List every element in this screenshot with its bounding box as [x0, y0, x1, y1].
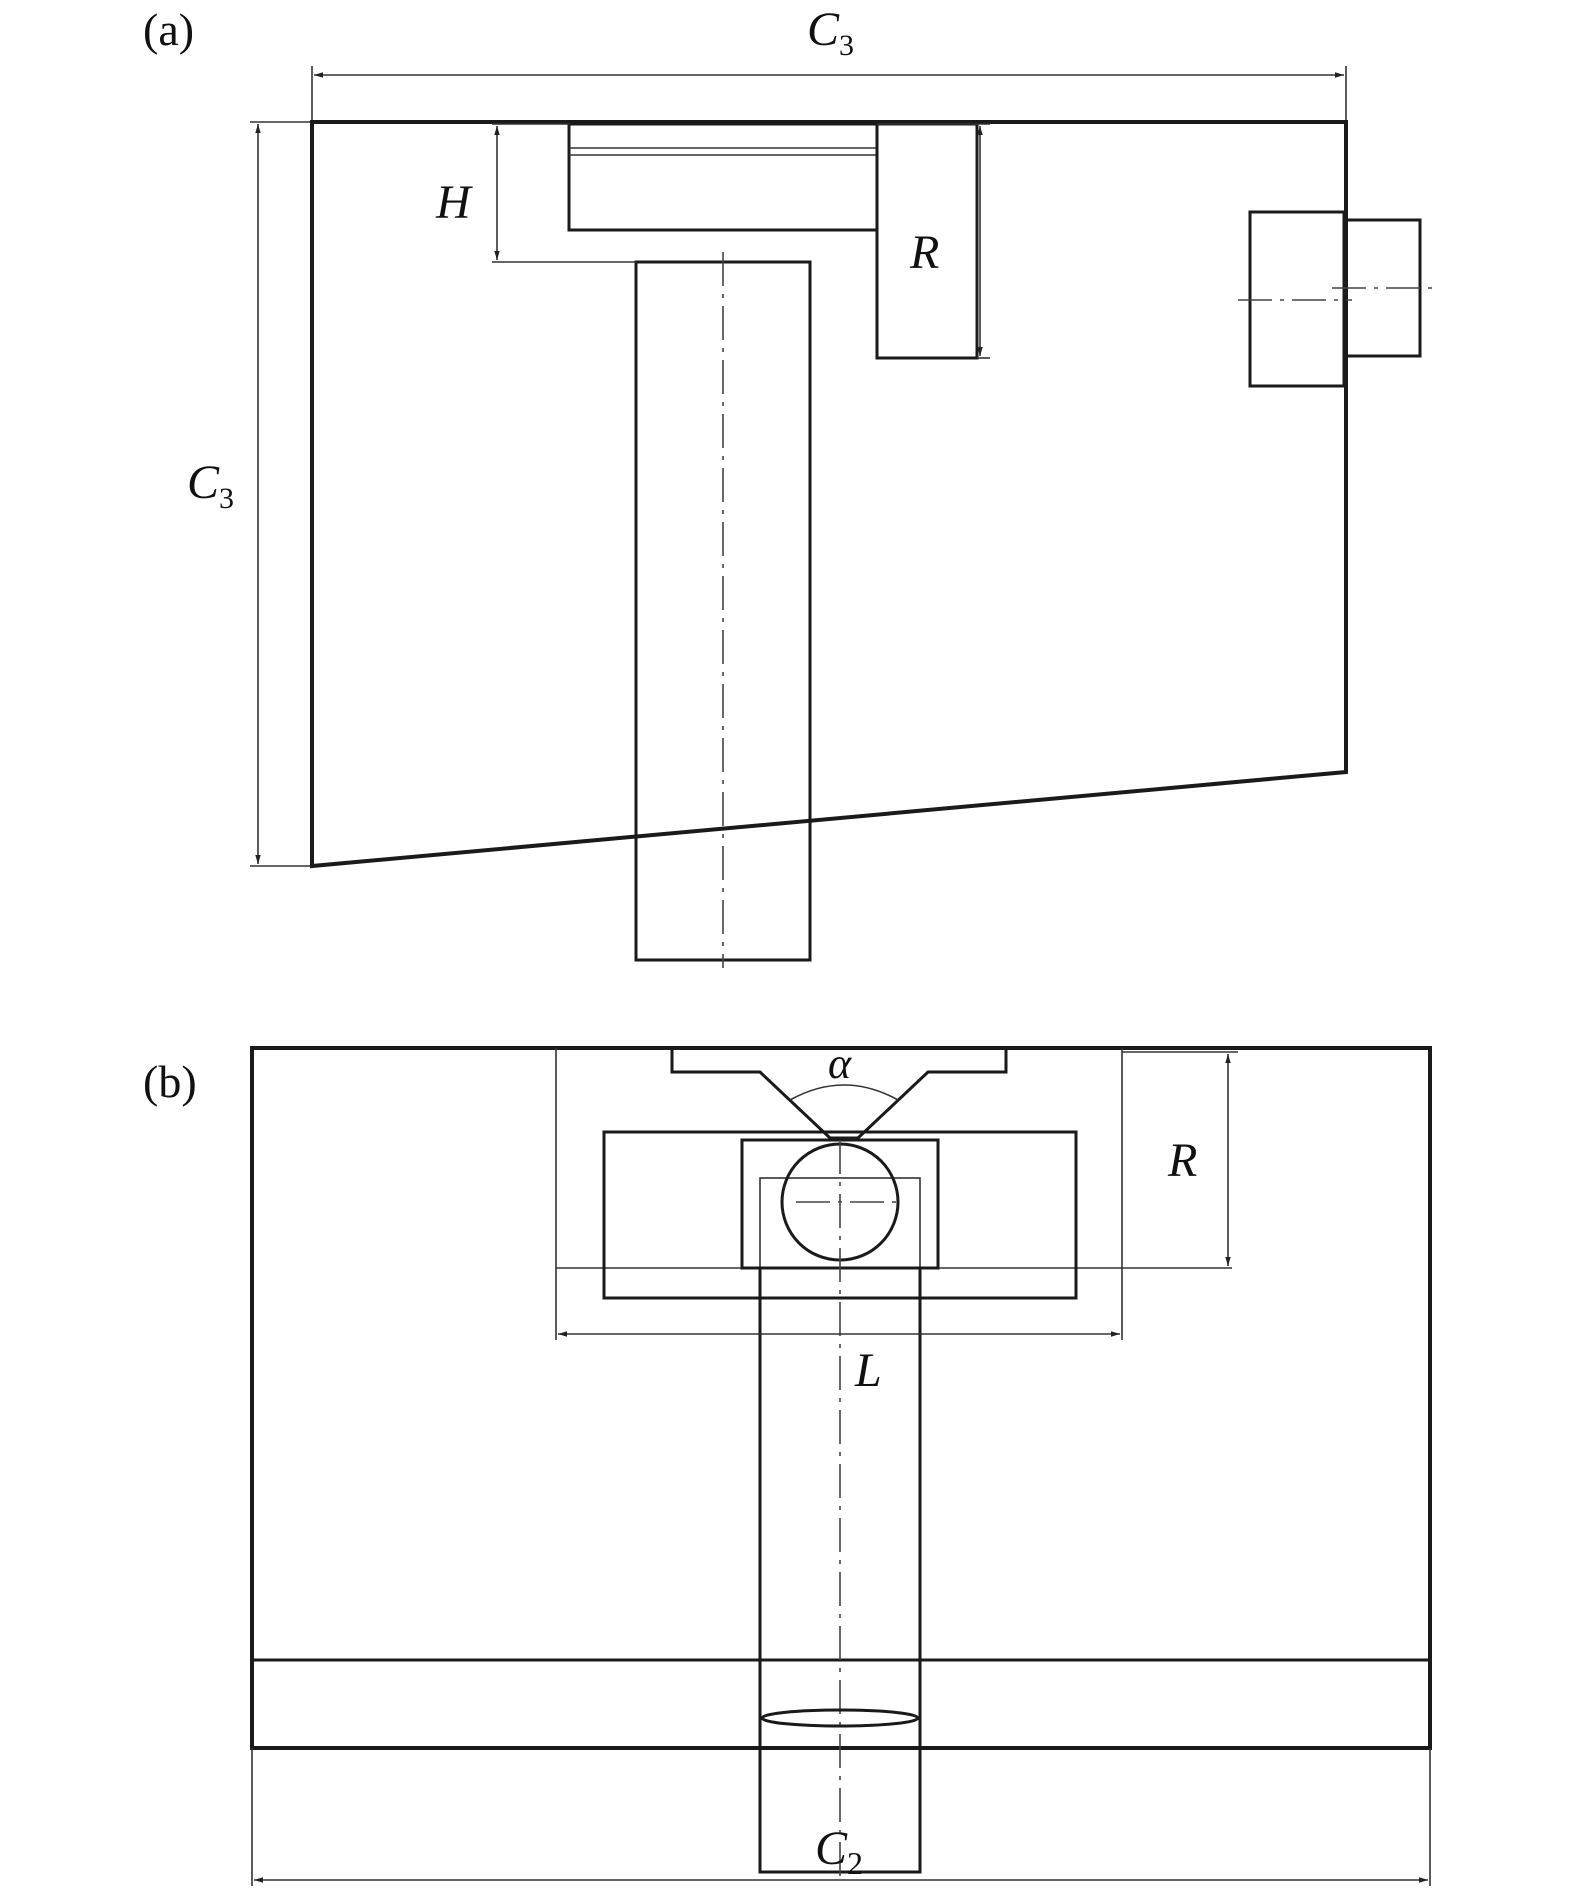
v-groove-clamp [670, 1050, 1008, 1140]
side-fitting-inner [1248, 210, 1346, 388]
shaft-section-ellipse [760, 1708, 920, 1728]
panel-a-label: (a) [143, 4, 194, 55]
dimension-label: C3 [187, 456, 234, 515]
dimension-symbol: C [807, 3, 840, 56]
dimension-subscript: 3 [839, 29, 854, 62]
dimension-l: L [558, 1331, 1120, 1397]
dimension-label: H [435, 176, 473, 229]
panel-b-label: (b) [143, 1056, 197, 1107]
holder-outer-block [602, 1130, 1078, 1300]
dimension-r-b: R [1122, 1051, 1238, 1266]
dimension-label: R [1167, 1134, 1197, 1187]
main-body-outline [310, 120, 1348, 869]
dimension-alpha: α [828, 1039, 852, 1088]
housing-outline [555, 1048, 1123, 1340]
dimension-r: R [877, 123, 990, 359]
dimension-subscript: 3 [219, 482, 234, 515]
dimension-symbol: C [187, 456, 220, 509]
dimension-c3-width: C3 [311, 3, 1347, 122]
panel-b: (b) α R L [143, 1039, 1432, 1886]
dimension-label: C3 [807, 3, 854, 62]
dimension-label: L [854, 1344, 882, 1397]
t-slot-head [567, 122, 879, 232]
dimension-c3-height: C3 [187, 121, 312, 867]
dimension-c2-width: C2 [251, 1748, 1431, 1886]
angle-arc [789, 1084, 899, 1101]
dimension-h: H [435, 123, 636, 263]
dimension-label: C2 [815, 1822, 863, 1881]
dimension-label: R [909, 226, 939, 279]
outer-frame [250, 1046, 1432, 1750]
dimension-subscript: 2 [847, 1845, 863, 1881]
dimension-symbol: C [815, 1822, 848, 1875]
panel-a: (a) C3 C3 R [143, 3, 1432, 968]
